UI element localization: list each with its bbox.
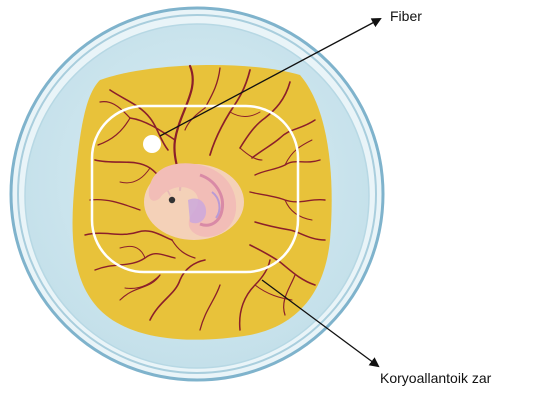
fiber-label: Fiber [390, 8, 422, 24]
membrane-label: Koryoallantoik zar [380, 370, 491, 386]
fiber-disc [143, 135, 161, 153]
